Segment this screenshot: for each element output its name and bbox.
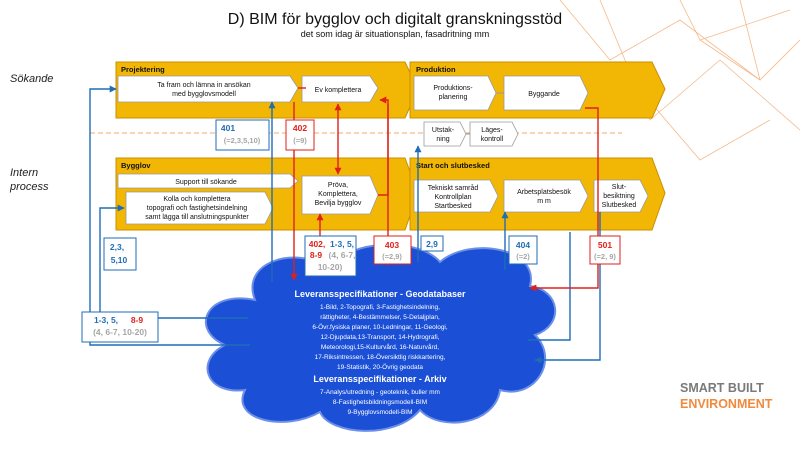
text-arbetsplats-1: Arbetsplatsbesök bbox=[517, 189, 571, 196]
tag-402b-d: (4, 6-7, bbox=[329, 250, 356, 260]
decorative-line-art bbox=[559, 0, 800, 161]
text-slut-2: besiktning bbox=[603, 193, 635, 200]
box-slutbesiktning bbox=[593, 179, 649, 213]
lane-label-sokande: Sökande bbox=[10, 73, 53, 85]
box-tekniskt-samrad bbox=[413, 179, 499, 213]
page-title: D) BIM för bygglov och digitalt granskni… bbox=[228, 11, 562, 28]
cloud-title-arkiv: Leveransspecifikationer - Arkiv bbox=[313, 374, 446, 384]
tag-403-sub: (=2,9) bbox=[382, 252, 402, 261]
tag-left-a2: 8-9 bbox=[131, 315, 144, 325]
tag-402-label: 402 bbox=[293, 123, 307, 133]
phase-label-start: Start och slutbesked bbox=[416, 161, 490, 170]
tag-2-3-5-10 bbox=[103, 237, 137, 271]
grey-connectors bbox=[466, 92, 504, 135]
text-tekniskt-3: Startbesked bbox=[434, 203, 471, 210]
tag-401-sub: (=2,3,5,10) bbox=[224, 136, 261, 145]
text-tekniskt-1: Tekniskt samråd bbox=[428, 184, 479, 192]
tag-401 bbox=[215, 119, 270, 151]
text-support: Support till sökande bbox=[175, 179, 237, 186]
tag-2310-b: 5,10 bbox=[111, 255, 128, 265]
text-utstakning-1: Utstak- bbox=[432, 127, 455, 134]
page-subtitle: det som idag är situationsplan, fasadrit… bbox=[301, 29, 490, 39]
cloud-line-6: 17-Riksintressen, 18-Översiktlig riskkar… bbox=[315, 353, 446, 361]
cloud-title-geodata: Leveransspecifikationer - Geodatabaser bbox=[294, 289, 466, 299]
text-lageskontroll-2: kontroll bbox=[481, 136, 504, 143]
tag-402-sub: (=9) bbox=[293, 136, 307, 145]
tag-402 bbox=[285, 119, 315, 151]
cloud-line-4: 12-Djupdata,13-Transport, 14-Hydrografi, bbox=[321, 334, 440, 341]
tag-29 bbox=[420, 235, 444, 252]
tag-left-a1: 1-3, 5, bbox=[94, 315, 118, 325]
text-lageskontroll-1: Läges- bbox=[481, 127, 503, 134]
cloud-line-3: 6-Övr.fysiska planer, 10-Ledningar, 11-G… bbox=[312, 323, 448, 331]
tag-29-label: 2,9 bbox=[426, 239, 438, 249]
tag-403 bbox=[373, 235, 412, 265]
tag-404 bbox=[508, 235, 538, 265]
phase-label-bygglov: Bygglov bbox=[121, 161, 151, 170]
box-prova bbox=[301, 175, 379, 215]
tag-501-label: 501 bbox=[598, 240, 612, 250]
tag-402b-a: 402, bbox=[309, 239, 326, 249]
text-kolla-3: samt lägga till anslutningspunkter bbox=[145, 214, 249, 221]
text-ta-fram-1: Ta fram och lämna in ansökan bbox=[157, 82, 250, 89]
text-prova-3: Bevilja bygglov bbox=[315, 200, 362, 207]
tag-501-sub: (=2, 9) bbox=[594, 252, 616, 261]
cloud-line-5: Meteorologi,15-Kulturvård, 16-Naturvård, bbox=[321, 343, 439, 351]
cloud-line-8: 7-Analys/utredning - geoteknik, buller m… bbox=[320, 389, 440, 396]
text-byggande: Byggande bbox=[528, 91, 560, 98]
box-byggande bbox=[503, 75, 589, 111]
cloud-text: Leveransspecifikationer - Geodatabaser 1… bbox=[294, 289, 466, 416]
tag-404-sub: (=2) bbox=[516, 252, 530, 261]
text-tekniskt-2: Kontrollplan bbox=[435, 194, 472, 201]
box-produktionsplanering bbox=[413, 75, 497, 111]
tag-404-label: 404 bbox=[516, 240, 530, 250]
text-prova-1: Pröva, bbox=[328, 182, 348, 189]
tag-2310-a: 2,3, bbox=[110, 242, 124, 252]
text-kolla-1: Kolla och komplettera bbox=[163, 196, 230, 203]
text-prova-2: Komplettera, bbox=[318, 191, 358, 198]
lane-label-intern: Intern bbox=[10, 167, 38, 179]
tag-401-label: 401 bbox=[221, 123, 235, 133]
logo-line-2: ENVIRONMENT bbox=[680, 397, 773, 411]
text-kolla-2: topografi och fastighetsindelning bbox=[147, 205, 248, 212]
cloud-line-9: 8-Fastighetsbildningsmodell-BIM bbox=[333, 399, 427, 406]
box-lageskontroll bbox=[469, 121, 519, 147]
box-ev-komplettera bbox=[301, 75, 379, 103]
tag-402b-b: 1-3, 5, bbox=[330, 239, 354, 249]
cloud-line-10: 9-Bygglovsmodell-BIM bbox=[347, 409, 412, 416]
text-ta-fram-2: med bygglovsmodell bbox=[172, 91, 236, 98]
phase-label-produktion: Produktion bbox=[416, 65, 456, 74]
tag-501 bbox=[589, 235, 621, 265]
tag-left-b: (4, 6-7, 10-20) bbox=[93, 327, 147, 337]
text-produktionsplanering-1: Produktions- bbox=[433, 85, 473, 92]
logo: SMART BUILT ENVIRONMENT bbox=[680, 381, 773, 411]
tag-402b-c: 8-9 bbox=[310, 250, 323, 260]
text-produktionsplanering-2: planering bbox=[439, 94, 468, 101]
cloud-line-1: 1-Bild, 2-Topografi, 3-Fastighetsindelni… bbox=[320, 304, 440, 311]
text-arbetsplats-2: m m bbox=[537, 198, 551, 205]
box-utstakning bbox=[423, 121, 467, 147]
box-kolla-komplettera bbox=[125, 191, 274, 225]
tag-402b-e: 10-20) bbox=[318, 262, 343, 272]
cloud-line-7: 19-Statistik, 20-Övrig geodata bbox=[337, 363, 423, 371]
box-ta-fram bbox=[117, 75, 299, 103]
box-arbetsplatsbesok bbox=[503, 179, 589, 213]
tag-402-list bbox=[304, 235, 357, 277]
text-ev-komplettera: Ev komplettera bbox=[315, 87, 362, 94]
tag-left-list bbox=[81, 311, 159, 343]
logo-line-1: SMART BUILT bbox=[680, 381, 764, 395]
tag-403-label: 403 bbox=[385, 240, 399, 250]
text-slut-3: Slutbesked bbox=[602, 202, 637, 209]
lane-label-process: process bbox=[9, 181, 49, 193]
text-slut-1: Slut- bbox=[612, 184, 627, 191]
text-utstakning-2: ning bbox=[436, 136, 449, 143]
phase-label-projektering: Projektering bbox=[121, 65, 165, 74]
cloud-line-2: rättigheter, 4-Bestämmelser, 5-Detaljpla… bbox=[320, 314, 440, 321]
